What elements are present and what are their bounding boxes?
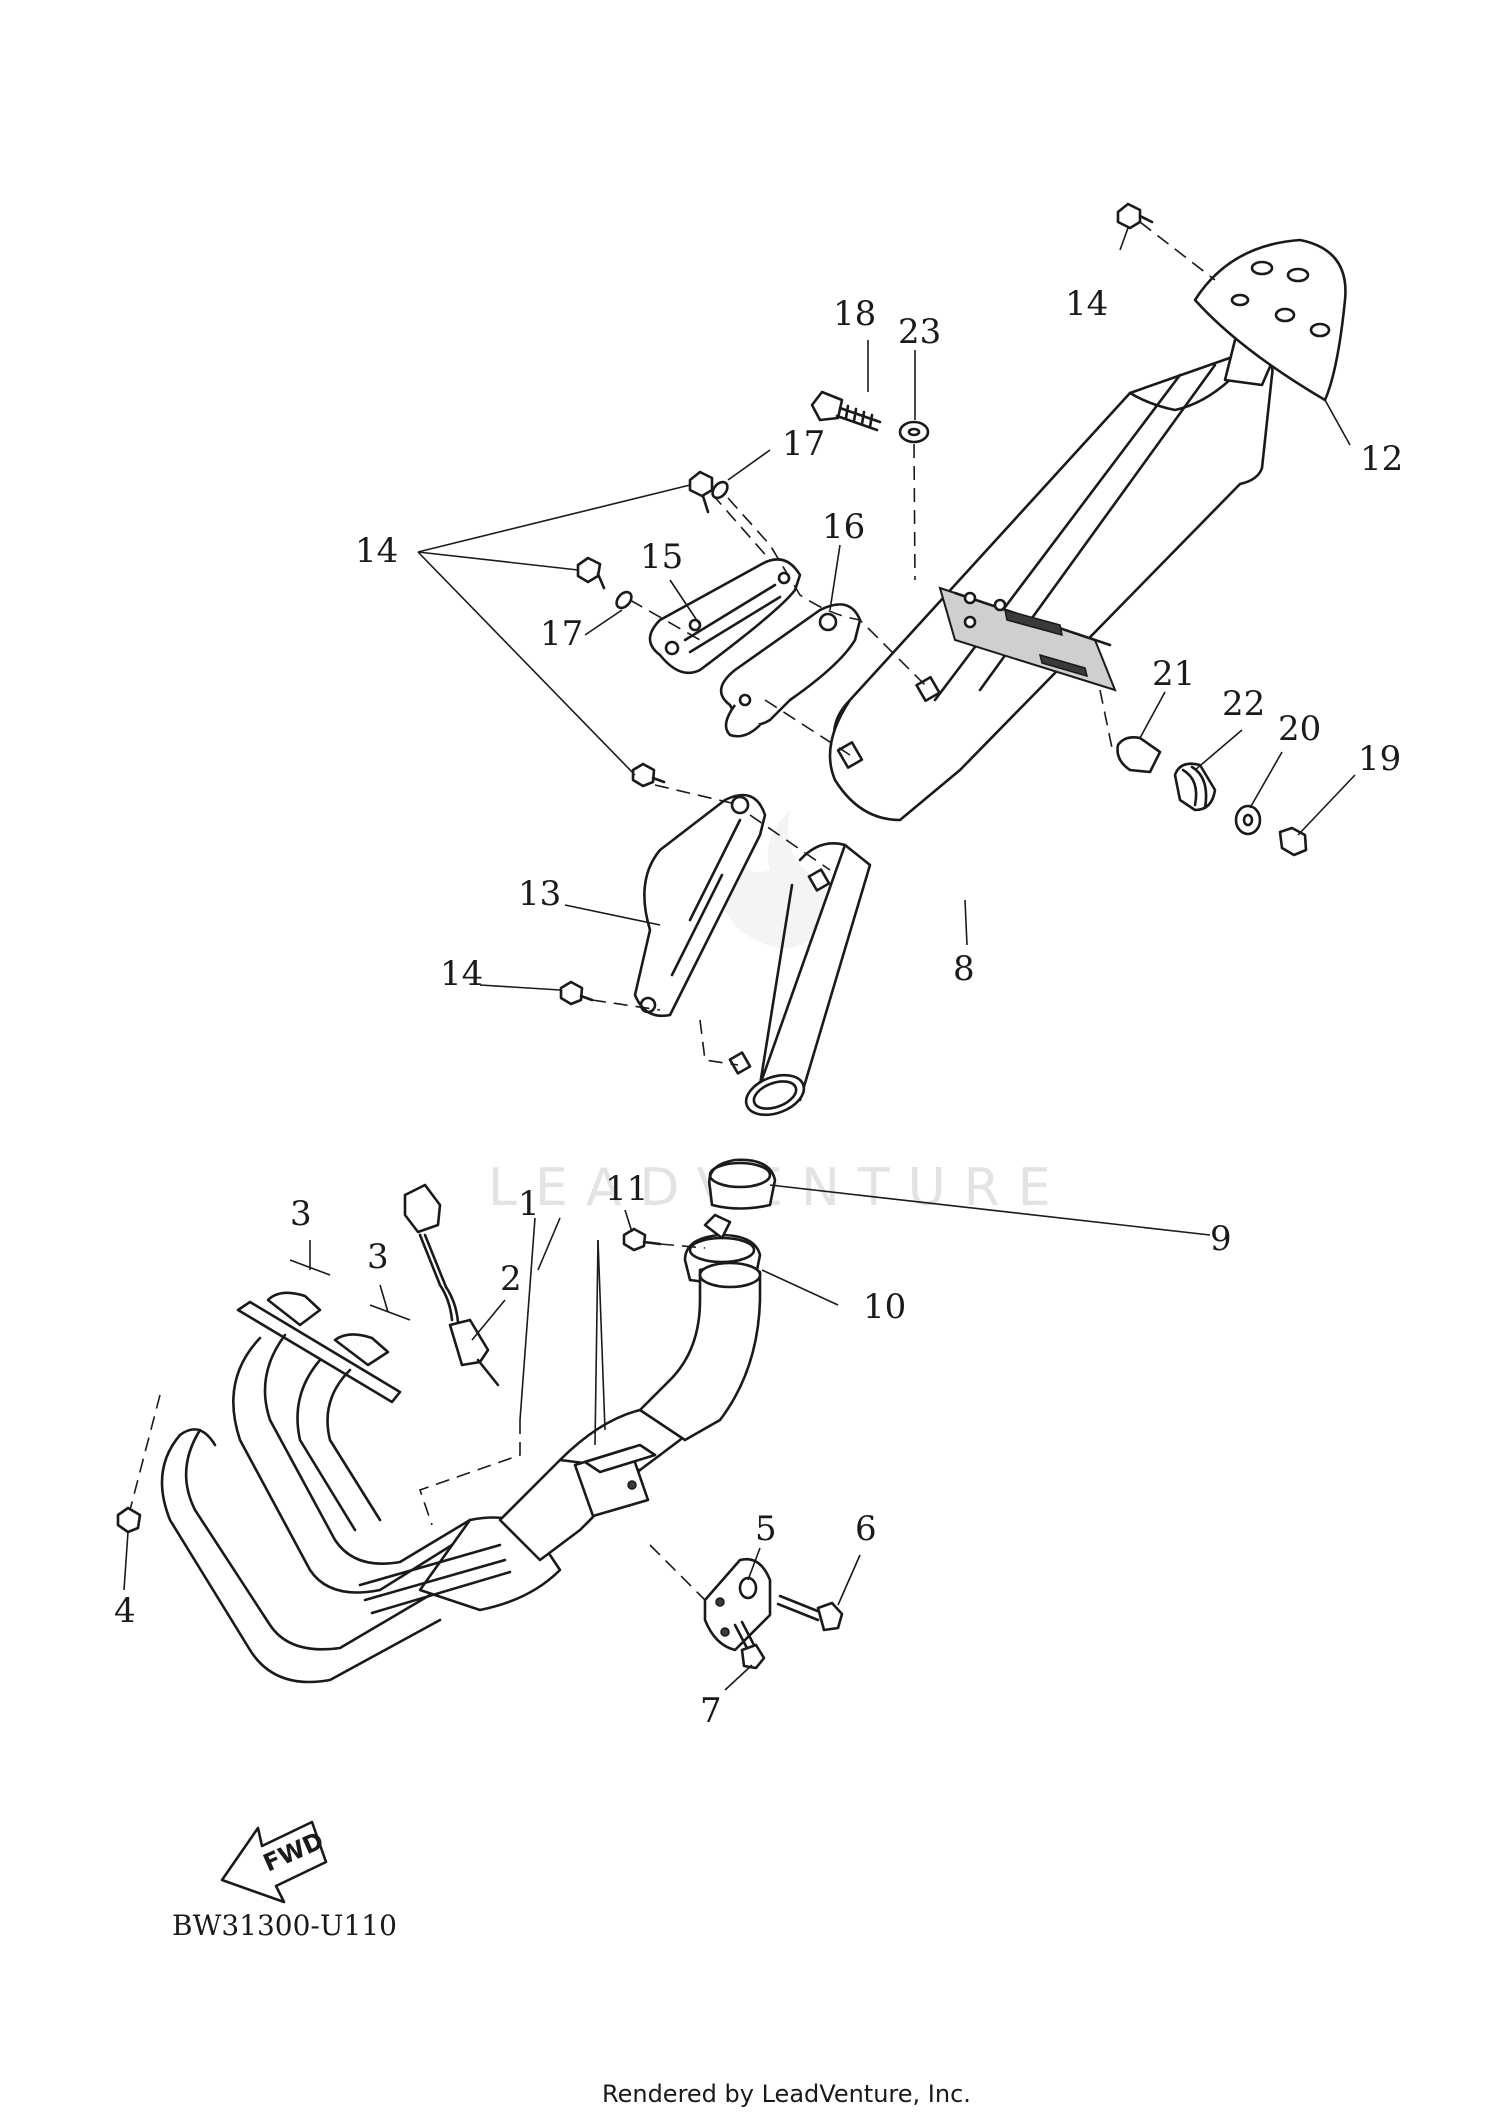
gasket-3-right: [369, 1304, 411, 1321]
nut-19: [1278, 826, 1308, 857]
leader-lines: [123, 227, 1356, 1691]
o2-sensor: [403, 1183, 500, 1387]
callout-4: 4: [114, 1591, 136, 1631]
bolt-14-bracket-top: [631, 762, 666, 788]
callout-labels: 1 2 3 3 4 5 6 7 8 9 10 11 12 13 14 14 14…: [114, 284, 1403, 1731]
callout-17-upper: 17: [782, 424, 825, 464]
callout-20: 20: [1278, 709, 1321, 749]
callout-1: 1: [518, 1184, 540, 1224]
watermark-logo: [717, 810, 828, 948]
bolt-14-bracket-bottom: [559, 980, 594, 1006]
bolt-14-mid: [576, 556, 606, 590]
grommet-22: [1173, 762, 1217, 812]
callout-12: 12: [1360, 439, 1403, 479]
callout-19: 19: [1358, 739, 1401, 779]
bracket-5: [703, 1557, 772, 1652]
callout-14-bracket: 14: [440, 954, 483, 994]
bolt-14-top: [1116, 202, 1154, 230]
bolt-6: [776, 1594, 844, 1632]
bolt-11: [622, 1227, 662, 1252]
bolt-7: [733, 1620, 766, 1670]
callout-22: 22: [1222, 684, 1265, 724]
callout-10: 10: [863, 1287, 906, 1327]
exhaust-header: [160, 1261, 762, 1684]
collar-21: [1116, 736, 1162, 774]
callout-3-left: 3: [290, 1194, 312, 1234]
callout-2: 2: [500, 1259, 522, 1299]
callout-9: 9: [1210, 1219, 1232, 1259]
bracket-13: [633, 793, 767, 1018]
protector-15: [648, 558, 802, 675]
callout-15: 15: [640, 537, 683, 577]
render-credit: Rendered by LeadVenture, Inc.: [602, 2080, 971, 2108]
assembly-lines: [129, 221, 1216, 1601]
callout-7: 7: [700, 1691, 722, 1731]
callout-6: 6: [855, 1509, 877, 1549]
callout-5: 5: [755, 1509, 777, 1549]
callout-8: 8: [953, 949, 975, 989]
washer-23: [898, 420, 930, 444]
gasket-9: [708, 1158, 777, 1210]
protector-16: [719, 603, 862, 738]
fwd-arrow-icon: FWD: [220, 1820, 328, 1904]
callout-13: 13: [518, 874, 561, 914]
callout-11: 11: [605, 1169, 648, 1209]
washer-17-lower: [615, 590, 633, 610]
muffler-end-cap: [1193, 238, 1347, 402]
nut-4: [116, 1506, 142, 1534]
callout-3-right: 3: [367, 1237, 389, 1277]
callout-17-lower: 17: [540, 614, 583, 654]
callout-14-top: 14: [1065, 284, 1108, 324]
callout-16: 16: [822, 507, 865, 547]
diagram-code: BW31300-U110: [172, 1909, 397, 1942]
bolt-18: [810, 390, 882, 432]
callout-21: 21: [1152, 654, 1195, 694]
bolt-14-upper: [688, 470, 714, 514]
washer-20: [1234, 804, 1262, 836]
callout-23: 23: [898, 312, 941, 352]
callout-14-left: 14: [355, 531, 398, 571]
callout-18: 18: [833, 294, 876, 334]
